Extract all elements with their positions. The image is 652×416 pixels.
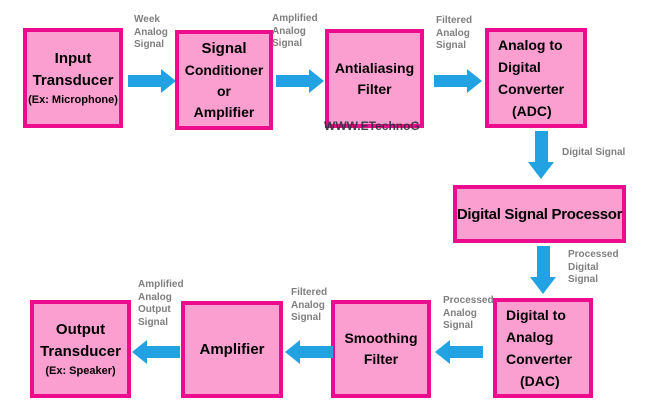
arrow-shaft xyxy=(276,75,309,87)
signal-label-filtered-analog-bottom: Filtered Analog Signal xyxy=(291,287,327,325)
block-label: Input xyxy=(54,49,92,67)
block-label: (DAC) xyxy=(520,373,560,389)
signal-label-weak-analog: Week Analog Signal xyxy=(134,14,168,52)
block-label: Converter xyxy=(506,351,573,367)
signal-label-line: Analog xyxy=(443,307,477,319)
block-label: Signal xyxy=(201,39,247,57)
block-label: Analog xyxy=(506,329,554,345)
block-label: Conditioner xyxy=(184,61,264,78)
block-label: Analog to xyxy=(498,37,563,53)
arrow-adc-to-dsp-icon xyxy=(528,131,554,179)
signal-label-line: Signal xyxy=(436,40,467,51)
signal-label-line: Processed xyxy=(443,295,494,306)
signal-label-line: Signal xyxy=(568,274,599,285)
signal-label-filtered-analog-top: Filtered Analog Signal xyxy=(436,15,472,53)
block-label: Digital Signal Processor xyxy=(456,205,623,223)
signal-label-line: Filtered xyxy=(436,15,473,26)
block-label: Antialiasing xyxy=(334,59,415,76)
block-input-transducer: Input Transducer (Ex: Microphone) xyxy=(23,28,123,128)
signal-label-line: Amplified xyxy=(138,279,184,290)
arrow-shaft xyxy=(534,131,548,162)
arrow-shaft xyxy=(450,346,483,358)
block-smoothing-filter: Smoothing Filter xyxy=(331,300,431,398)
block-label: (ADC) xyxy=(512,103,552,119)
signal-label-line: Digital xyxy=(568,261,599,273)
arrow-antialiasing-to-adc-icon xyxy=(434,69,482,93)
block-amplifier: Amplifier xyxy=(181,301,283,398)
signal-label-line: Analog xyxy=(134,26,168,38)
signal-label-line: Signal xyxy=(291,312,322,323)
block-sublabel: (Ex: Speaker) xyxy=(45,364,116,377)
block-label: Filter xyxy=(357,80,392,97)
arrow-head xyxy=(530,277,556,294)
watermark-text: WWW.ETechnoG xyxy=(324,119,420,131)
signal-label-line: Digital Signal xyxy=(562,147,626,158)
block-sublabel: (Ex: Microphone) xyxy=(28,93,118,106)
arrow-shaft xyxy=(147,346,180,358)
signal-label-line: Analog xyxy=(272,25,306,37)
signal-label-line: Analog xyxy=(138,291,172,303)
signal-label-line: Output xyxy=(138,304,171,315)
signal-label-line: Signal xyxy=(272,38,303,49)
block-label: Filter xyxy=(363,351,399,367)
signal-label-line: Signal xyxy=(134,39,165,50)
block-label: Output xyxy=(55,320,106,338)
block-label: Digital to xyxy=(506,307,566,323)
signal-label-line: Signal xyxy=(443,320,474,331)
signal-label-line: Analog xyxy=(291,299,325,311)
arrow-shaft xyxy=(536,246,550,277)
signal-label-digital-signal: Digital Signal xyxy=(562,147,625,160)
arrow-head xyxy=(467,69,482,93)
signal-label-processed-digital: Processed Digital Signal xyxy=(568,249,619,287)
block-label: Converter xyxy=(498,81,565,97)
block-label: Amplifier xyxy=(199,340,265,358)
signal-label-line: Week xyxy=(134,14,160,25)
arrow-shaft xyxy=(434,75,467,87)
arrow-head xyxy=(132,340,147,364)
block-label: Transducer xyxy=(40,342,121,360)
block-label: Amplifier xyxy=(193,103,255,120)
block-output-transducer: Output Transducer (Ex: Speaker) xyxy=(30,300,131,398)
block-dac: Digital to Analog Converter (DAC) xyxy=(493,298,593,398)
arrow-dsp-to-dac-icon xyxy=(530,246,556,294)
signal-label-amplified-analog: Amplified Analog Signal xyxy=(272,13,318,51)
block-label: or xyxy=(217,82,231,99)
arrow-head xyxy=(528,162,554,179)
block-dsp: Digital Signal Processor xyxy=(453,185,626,243)
signal-label-line: Signal xyxy=(138,316,169,328)
block-signal-conditioner: Signal Conditioner or Amplifier xyxy=(175,30,273,130)
arrow-conditioner-to-antialiasing-icon xyxy=(276,69,324,93)
block-label: Digital xyxy=(498,59,541,75)
arrow-shaft xyxy=(300,346,333,358)
arrow-amplifier-to-output-icon xyxy=(132,340,180,364)
block-label: Smoothing xyxy=(344,330,418,346)
signal-label-amplified-analog-output: Amplified Analog Output Signal xyxy=(138,279,184,329)
arrow-head xyxy=(285,340,300,364)
arrow-head xyxy=(309,69,324,93)
signal-label-processed-analog: Processed Analog Signal xyxy=(443,295,494,333)
block-adc: Analog to Digital Converter (ADC) xyxy=(485,28,587,128)
signal-label-line: Analog xyxy=(436,27,470,39)
arrow-head xyxy=(435,340,450,364)
arrow-head xyxy=(161,69,176,93)
arrow-input-to-conditioner-icon xyxy=(128,69,176,93)
signal-label-line: Processed xyxy=(568,249,619,260)
signal-label-line: Amplified xyxy=(272,13,318,24)
block-antialiasing-filter: Antialiasing Filter xyxy=(325,29,424,128)
signal-label-line: Filtered xyxy=(291,287,328,298)
block-label: Transducer xyxy=(32,71,114,89)
arrow-shaft xyxy=(128,75,161,87)
arrow-smoothing-to-amplifier-icon xyxy=(285,340,333,364)
arrow-dac-to-smoothing-icon xyxy=(435,340,483,364)
